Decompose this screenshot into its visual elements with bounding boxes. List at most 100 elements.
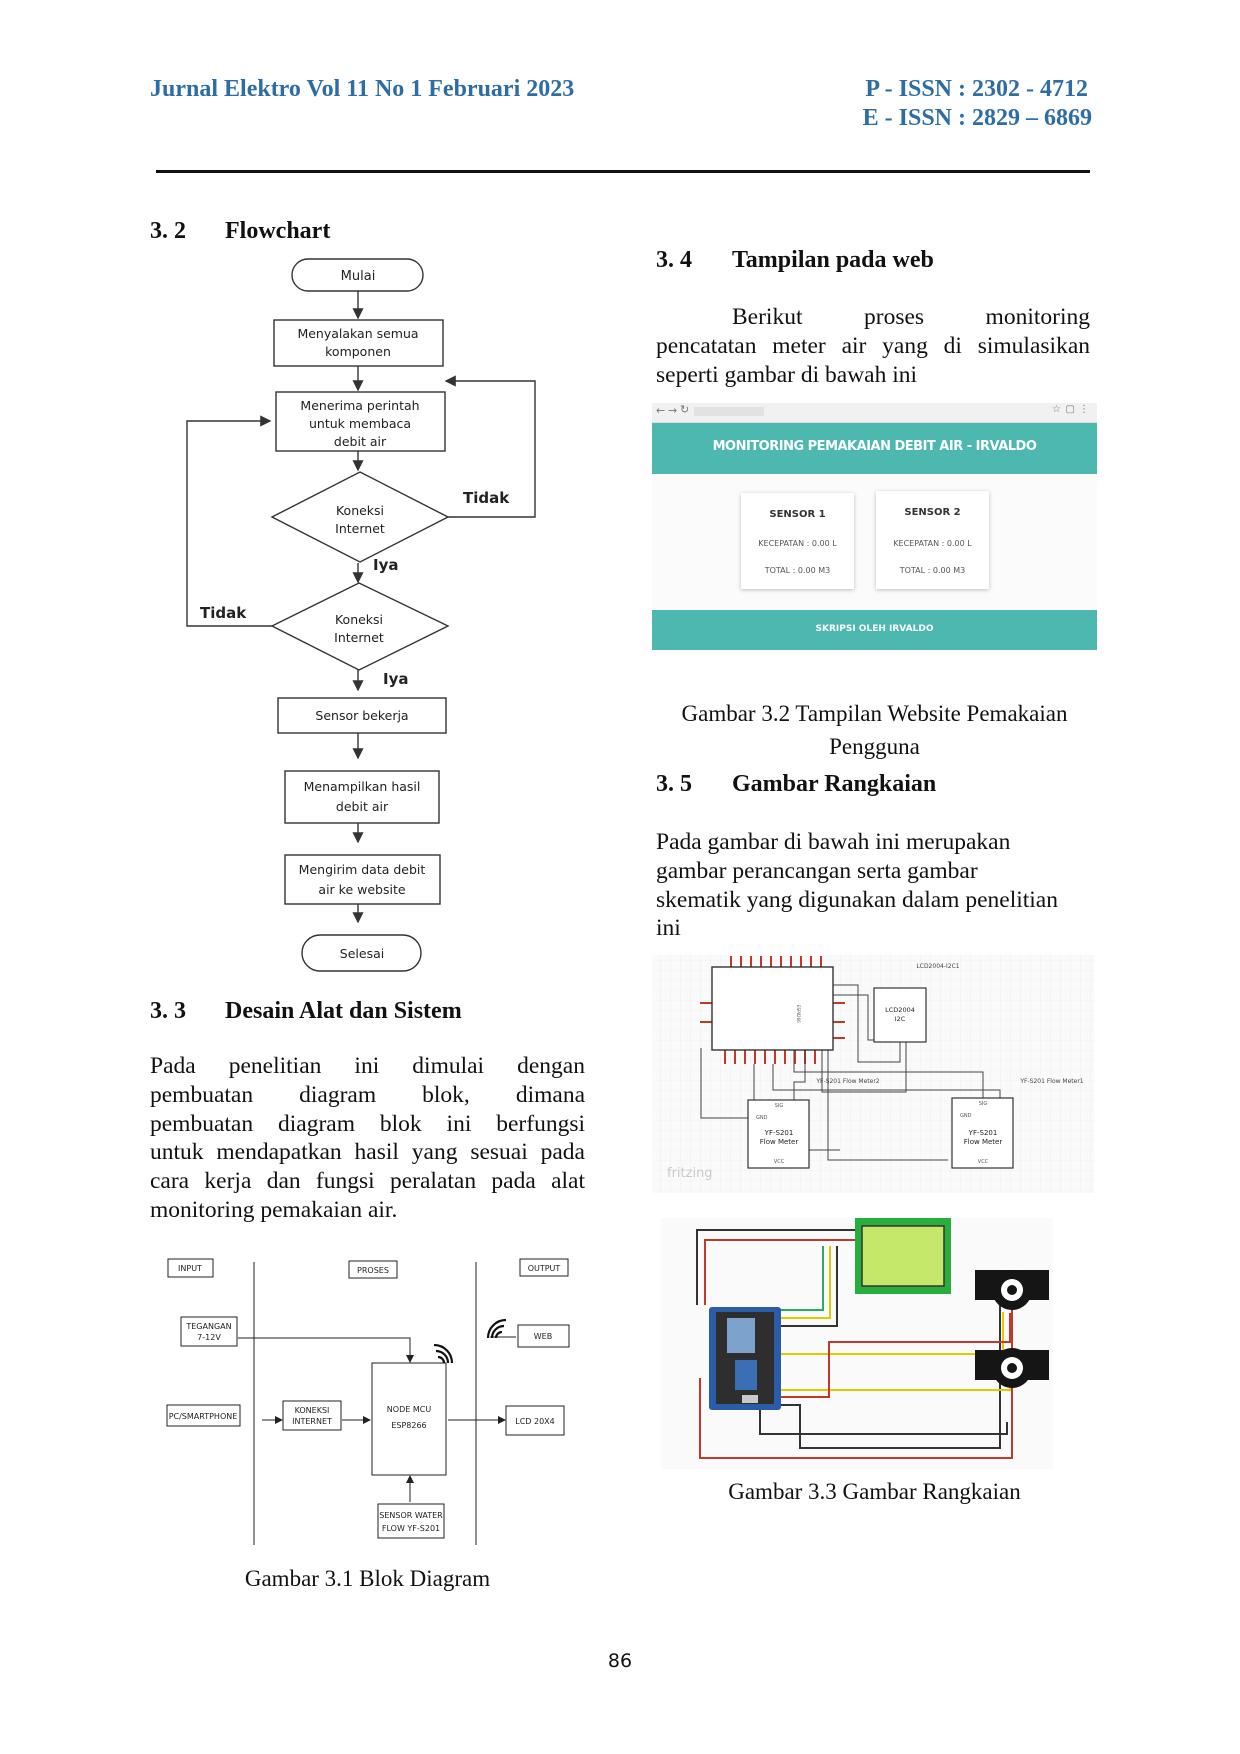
flow-end: Selesai (301, 934, 422, 972)
lcd-title: LCD2004-I2C1 (916, 963, 959, 970)
section-3-4-number: 3. 4 (656, 247, 692, 273)
circuit-schematic: ESP8266 LCD2004 I2C LCD2004-I2C1 YF-S201… (652, 955, 1094, 1193)
block-koneksi-line1: KONEKSI (295, 1406, 330, 1415)
web-screenshot: ← → ↻ ☆ ▢ ⋮ MONITORING PEMAKAIAN DEBIT A… (652, 403, 1097, 653)
para-3-3-line: monitoring pemakaian air. (150, 1196, 398, 1223)
section-3-5-title: Gambar Rangkaian (732, 771, 937, 797)
page-number: 86 (607, 1650, 633, 1672)
figure-3-2-caption: Gambar 3.2 Tampilan Website Pemakaian Pe… (652, 697, 1097, 763)
p-issn: P - ISSN : 2302 - 4712 (865, 76, 1088, 102)
block-web-label: WEB (534, 1332, 552, 1341)
sensor-2-title: SENSOR 2 (904, 507, 961, 518)
flow-start-label: Mulai (341, 269, 376, 284)
lcd-i2c-module: LCD2004 I2C LCD2004-I2C1 (873, 963, 960, 1043)
block-lcd-label: LCD 20X4 (515, 1417, 555, 1426)
flow-meter-a-line1: YF-S201 (764, 1129, 794, 1137)
section-3-4-title: Tampilan pada web (732, 247, 934, 273)
node-mcu-board (709, 1307, 781, 1410)
header-rule (156, 170, 1090, 173)
section-3-2-number: 3. 2 (150, 218, 186, 244)
section-3-4-paragraph: Berikut proses monitoring pencatatan met… (656, 303, 1090, 389)
block-input (167, 1258, 214, 1278)
lcd-chip-line2: I2C (895, 1015, 906, 1023)
flow-meter-2-label: YF-S201 Flow Meter2 (815, 1078, 879, 1085)
fritzing-watermark: fritzing (667, 1166, 713, 1181)
web-banner: MONITORING PEMAKAIAN DEBIT AIR - IRVALDO (652, 423, 1097, 474)
sensor-1-speed: KECEPATAN : 0.00 L (758, 539, 837, 548)
flow-decision-2: Koneksi Internet (270, 582, 450, 671)
svg-text:VCC: VCC (774, 1159, 785, 1165)
para-3-4-line: seperti gambar di bawah ini (656, 361, 918, 388)
svg-text:SIG: SIG (979, 1101, 988, 1107)
flow-dec1-line2: Internet (335, 521, 385, 536)
section-3-3-title: Desain Alat dan Sistem (225, 998, 462, 1024)
block-proses-label: PROSES (357, 1266, 389, 1275)
flow-no-label-1: Tidak (463, 489, 510, 507)
flow-no-label-2: Tidak (200, 604, 247, 622)
block-tegangan (180, 1316, 238, 1347)
block-tegangan-line1: TEGANGAN (185, 1322, 231, 1331)
svg-text:GND: GND (756, 1115, 768, 1121)
flow-dec2-line2: Internet (334, 630, 384, 645)
address-bar (694, 407, 764, 416)
section-3-5-paragraph: Pada gambar di bawah ini merupakan gamba… (656, 828, 1096, 943)
flow-step-display: Menampilkan hasil debit air (284, 770, 440, 824)
para-3-5-line: Pada gambar di bawah ini merupakan (656, 829, 1011, 855)
forward-arrow-icon: → (668, 404, 678, 417)
flow-meter-a-line2: Flow Meter (760, 1138, 799, 1146)
back-arrow-icon: ← (656, 404, 666, 417)
block-diagram: INPUT PROSES OUTPUT TEGANGAN 7-12V PC/SM… (166, 1258, 570, 1545)
wifi-icon (486, 1318, 507, 1339)
section-3-3-paragraph: Pada penelitian ini dimulai dengan pembu… (150, 1052, 585, 1225)
block-koneksi (282, 1400, 342, 1431)
sensor-2-card: SENSOR 2 KECEPATAN : 0.00 L TOTAL : 0.00… (876, 491, 989, 589)
section-3-5-number: 3. 5 (656, 771, 692, 797)
para-3-5-line: ini (656, 915, 681, 942)
sensor-1-card: SENSOR 1 KECEPATAN : 0.00 L TOTAL : 0.00… (741, 493, 854, 589)
figure-3-2-caption-line: Gambar 3.2 Tampilan Website Pemakaian (681, 701, 1068, 726)
flow-dec1-line1: Koneksi (336, 503, 384, 518)
block-lcd (505, 1405, 565, 1436)
block-tegangan-line2: 7-12V (197, 1333, 221, 1342)
water-flow-sensor-icon (975, 1348, 1049, 1388)
flow-yes-label-1: Iya (373, 556, 398, 574)
flow-step-sensor: Sensor bekerja (277, 697, 447, 734)
para-3-3-line: untuk mendapatkan hasil yang sesuai pada (150, 1139, 585, 1166)
menu-dots-icon: ⋮ (1079, 404, 1089, 415)
svg-text:VCC: VCC (978, 1159, 989, 1165)
lcd-display-module (855, 1218, 951, 1294)
sensor-2-speed: KECEPATAN : 0.00 L (893, 539, 972, 548)
para-3-4-line: pencatatan meter air yang di simulasikan (656, 332, 1090, 359)
svg-text:ESP8266: ESP8266 (796, 1005, 801, 1023)
lcd-chip-line1: LCD2004 (885, 1006, 915, 1014)
flow-yes-label-2: Iya (383, 670, 408, 688)
extension-icon: ▢ (1065, 404, 1075, 415)
flow-step-power-on: Menyalakan semua komponen (273, 319, 444, 367)
flow-step5-line2: air ke website (318, 882, 405, 897)
svg-text:GND: GND (960, 1113, 972, 1119)
block-mcu-line2: ESP8266 (391, 1421, 426, 1430)
journal-title: Jurnal Elektro Vol 11 No 1 Februari 2023 (150, 76, 575, 102)
block-pc (166, 1404, 241, 1427)
reload-icon: ↻ (680, 403, 690, 416)
block-mcu-line1: NODE MCU (387, 1405, 432, 1414)
figure-3-1-caption: Gambar 3.1 Blok Diagram (244, 1566, 491, 1591)
figure-3-3-caption: Gambar 3.3 Gambar Rangkaian (728, 1479, 1021, 1504)
flow-meter-1-label: YF-S201 Flow Meter1 (1019, 1078, 1083, 1085)
section-3-2-title: Flowchart (225, 218, 331, 244)
e-issn: E - ISSN : 2829 – 6869 (862, 105, 1092, 131)
block-input-label: INPUT (178, 1264, 202, 1273)
wifi-icon (433, 1343, 454, 1364)
block-pc-label: PC/SMARTPHONE (169, 1412, 238, 1421)
web-banner-title: MONITORING PEMAKAIAN DEBIT AIR - IRVALDO (712, 439, 1037, 454)
flow-meter-b-line1: YF-S201 (968, 1129, 998, 1137)
sensor-1-total: TOTAL : 0.00 M3 (764, 566, 831, 575)
figure-3-2-caption-line: Pengguna (829, 734, 920, 759)
flow-meter-b: SIG GND YF-S201 Flow Meter VCC (951, 1097, 1014, 1169)
flow-start: Mulai (291, 258, 424, 292)
flow-step5-line1: Mengirim data debit (299, 862, 426, 877)
para-3-5-line: skematik yang digunakan dalam penelitian (656, 886, 1058, 913)
flow-step-receive-command: Menerima perintah untuk membaca debit ai… (275, 391, 446, 452)
sensor-1-title: SENSOR 1 (769, 509, 826, 520)
flow-step3-label: Sensor bekerja (315, 708, 408, 723)
